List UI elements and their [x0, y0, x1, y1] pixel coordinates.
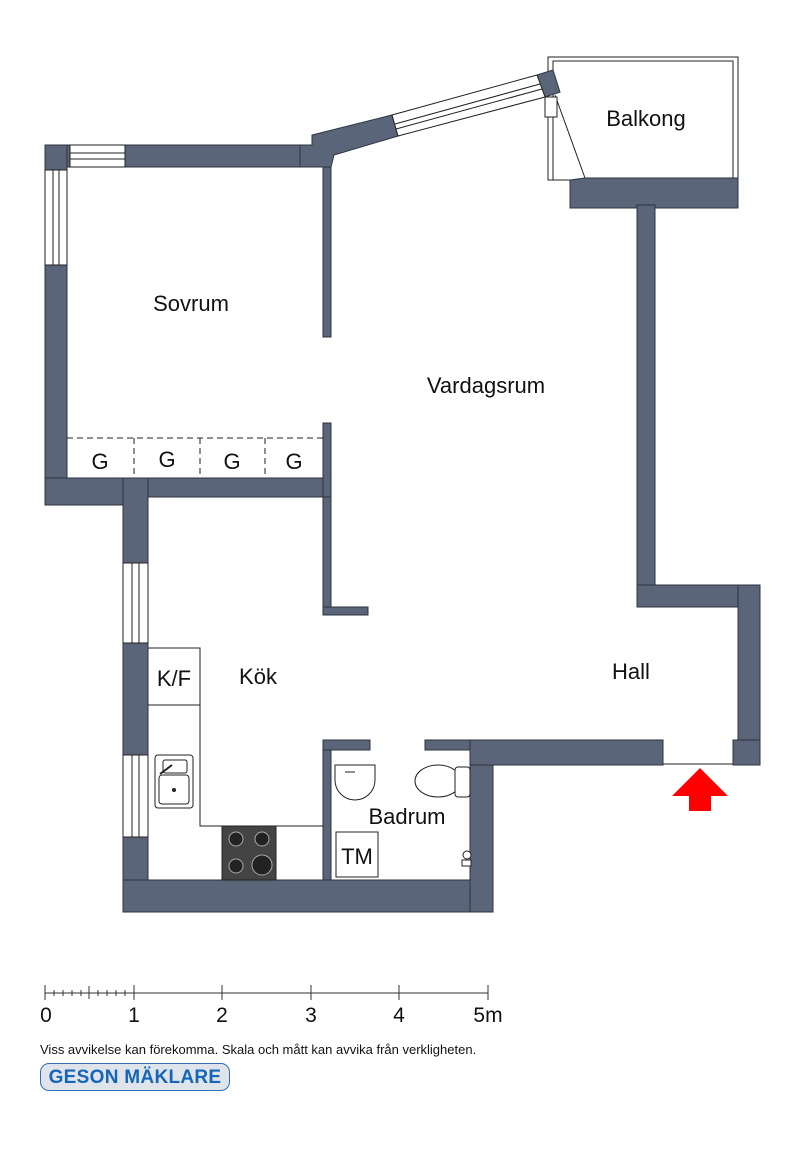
- scale-bar: 0 1 2 3 4 5m: [40, 985, 503, 1027]
- windows: [44, 74, 733, 838]
- bathroom-fixtures: TM: [334, 764, 472, 878]
- room-label-sovrum: Sovrum: [153, 291, 229, 316]
- entrance-arrow-icon: [672, 768, 728, 811]
- scale-tick-label: 3: [305, 1004, 317, 1027]
- window: [544, 96, 558, 118]
- disclaimer: Viss avvikelse kan förekomma. Skala och …: [40, 1042, 477, 1057]
- washer-box: [335, 831, 379, 878]
- window: [69, 144, 126, 168]
- scale-tick-label: 1: [128, 1004, 140, 1027]
- washbasin-icon: [334, 764, 376, 801]
- fridge-freezer-label: K/F: [157, 666, 191, 691]
- wardrobe-label: G: [223, 449, 240, 474]
- stove-icon: [221, 825, 277, 881]
- window: [122, 562, 149, 644]
- valve-icon: [461, 850, 472, 867]
- sink-icon: [154, 754, 194, 809]
- company-logo: GESON MÄKLARE: [40, 1063, 230, 1091]
- room-label-hall: Hall: [612, 659, 650, 684]
- window: [122, 754, 149, 838]
- scale-tick-label: 4: [393, 1004, 405, 1027]
- walls: [44, 69, 761, 913]
- wardrobe-label: G: [91, 449, 108, 474]
- wardrobe-label: G: [285, 449, 302, 474]
- kitchen-fixtures: K/F: [148, 647, 323, 881]
- balcony: [547, 56, 739, 181]
- scale-tick-label: 0: [40, 1004, 52, 1027]
- window: [44, 169, 68, 266]
- washer-label: TM: [341, 844, 373, 869]
- scale-tick-label: 2: [216, 1004, 228, 1027]
- wardrobe-label: G: [158, 447, 175, 472]
- wardrobes: G G G G: [67, 437, 323, 478]
- room-label-badrum: Badrum: [368, 804, 445, 829]
- room-label-vardagsrum: Vardagsrum: [427, 373, 545, 398]
- window: [391, 74, 546, 137]
- scale-tick-label: 5m: [473, 1004, 502, 1027]
- room-label-kok: Kök: [239, 664, 278, 689]
- toilet-icon: [414, 764, 471, 798]
- room-label-balkong: Balkong: [606, 106, 686, 131]
